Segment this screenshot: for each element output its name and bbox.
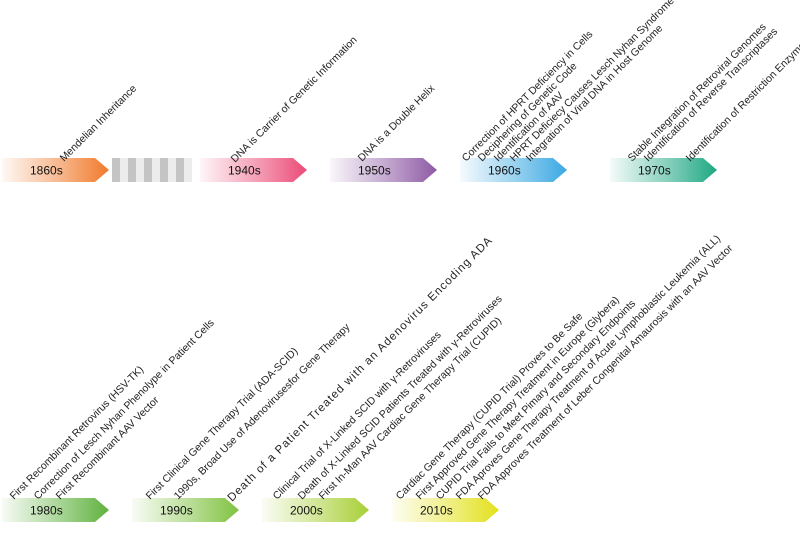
decade-arrow-shape [460,158,567,182]
event-fda-aproves-gene-therapy-treatment-of-ac: FDA Aproves Gene Therapy Treatment of Ac… [454,233,723,502]
decade-label: 1860s [30,164,63,178]
decade-arrow-shape [392,498,499,522]
break-stripe [120,158,128,182]
decade-arrow-shape [132,498,239,522]
event-dna-is-a-double-helix: DNA is a Double Helix [356,82,438,164]
break-stripe [176,158,184,182]
decade-arrow-1970s: 1970s [610,158,717,182]
decade-arrow-shape [200,158,307,182]
decade-arrow-2000s: 2000s [262,498,369,522]
event-correction-of-lesch-nyhan-phenolype-in-p: Correction of Lesch Nyhan Phenolype in P… [32,317,217,502]
decade-arrow-1960s: 1960s [460,158,567,182]
decade-label: 1960s [488,164,521,178]
event-first-approved-gene-therapy-treatment-in: First Approved Gene Therapy Treatment in… [414,294,622,502]
decade-arrow-2010s: 2010s [392,498,499,522]
decade-label: 2010s [420,504,453,518]
break-stripe [160,158,168,182]
decade-arrow-shape [330,158,437,182]
break-stripe [152,158,160,182]
decade-arrow-1990s: 1990s [132,498,239,522]
decade-label: 2000s [290,504,323,518]
break-stripe [136,158,144,182]
decade-label: 1970s [638,164,671,178]
decade-arrow-shape [2,498,109,522]
decade-label: 1980s [30,504,63,518]
event-mendelian-inheritance: Mendelian Inheritance [58,82,140,164]
decade-arrow-shape [2,158,109,182]
break-stripe [128,158,136,182]
decade-label: 1990s [160,504,193,518]
event-dna-is-carrier-of-genetic-information: DNA is Carrier of Genetic Information [229,34,360,165]
decade-arrow-1980s: 1980s [2,498,109,522]
decade-label: 1940s [228,164,261,178]
decade-arrow-shape [262,498,369,522]
break-stripe [168,158,176,182]
break-stripe [144,158,152,182]
timeline-break-stripes [112,158,192,182]
decade-arrow-1940s: 1940s [200,158,307,182]
decade-arrow-1860s: 1860s [2,158,109,182]
decade-arrow-1950s: 1950s [330,158,437,182]
decade-arrow-shape [610,158,717,182]
break-stripe [184,158,192,182]
break-stripe [112,158,120,182]
decade-label: 1950s [358,164,391,178]
